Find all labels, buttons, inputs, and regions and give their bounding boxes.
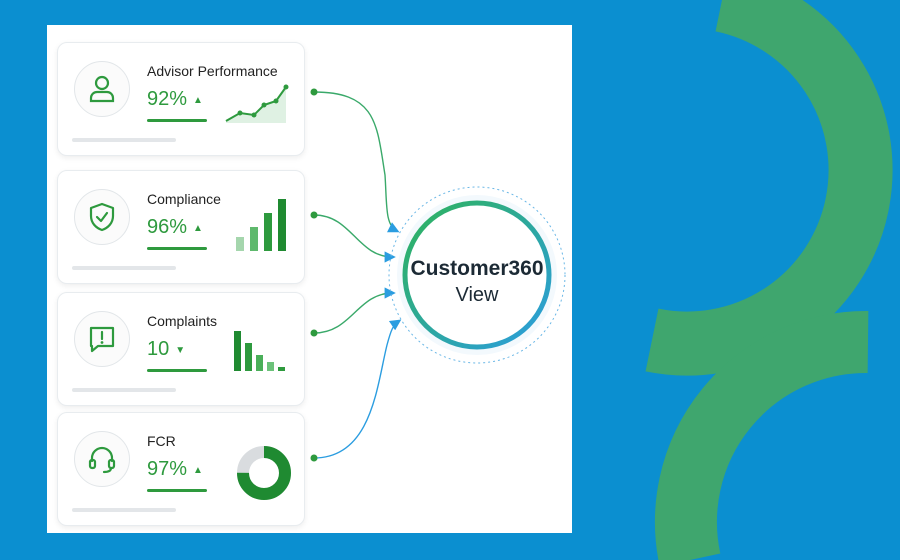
person-icon (74, 61, 130, 117)
rising-bars-chart (236, 199, 286, 251)
connector-compliance (313, 214, 396, 263)
shield-check-icon (74, 189, 130, 245)
trend-up-icon: ▲ (193, 95, 203, 106)
card-title: Complaints (147, 313, 218, 329)
card-value: 92%▲ (147, 88, 203, 110)
card-compliance[interactable]: Compliance 96%▲ (57, 170, 305, 284)
value-underline (147, 489, 207, 492)
card-value: 10▼ (147, 338, 186, 360)
value-underline (147, 247, 207, 250)
hub-subtitle: View (455, 284, 499, 306)
alert-message-icon (74, 311, 130, 367)
trend-down-icon: ▼ (175, 345, 186, 356)
connector-complaints (313, 287, 396, 334)
lower-arc (655, 310, 869, 560)
card-fcr[interactable]: FCR 97%▲ (57, 412, 305, 526)
hub-rings (388, 186, 566, 364)
card-title: Compliance (147, 191, 221, 207)
connector-dot-compliance (310, 211, 318, 219)
card-complaints[interactable]: Complaints 10▼ (57, 292, 305, 406)
value-underline (147, 369, 207, 372)
hub-label: Customer360 View (387, 255, 567, 309)
placeholder-bar (72, 266, 176, 270)
placeholder-bar (72, 388, 176, 392)
placeholder-bar (72, 138, 176, 142)
card-title: FCR (147, 433, 176, 449)
hub-title: Customer360 (410, 257, 544, 280)
donut-chart (237, 446, 291, 500)
diagram-panel: Advisor Performance 92%▲ Compliance 96%▲ (47, 25, 572, 533)
line-sparkline (225, 84, 289, 123)
connector-advisor (313, 91, 400, 233)
connector-dot-fcr (310, 454, 318, 462)
connector-dot-complaints (310, 329, 318, 337)
card-value: 97%▲ (147, 458, 203, 480)
headset-icon (74, 431, 130, 487)
card-title: Advisor Performance (147, 63, 278, 79)
upper-arc (645, 0, 893, 376)
card-advisor-performance[interactable]: Advisor Performance 92%▲ (57, 42, 305, 156)
placeholder-bar (72, 508, 176, 512)
trend-up-icon: ▲ (193, 223, 203, 234)
card-value: 96%▲ (147, 216, 203, 238)
customer360-hub[interactable]: Customer360 View (387, 185, 567, 365)
falling-bars-chart (234, 331, 285, 371)
trend-up-icon: ▲ (193, 465, 203, 476)
connector-dot-advisor (310, 88, 318, 96)
value-underline (147, 119, 207, 122)
